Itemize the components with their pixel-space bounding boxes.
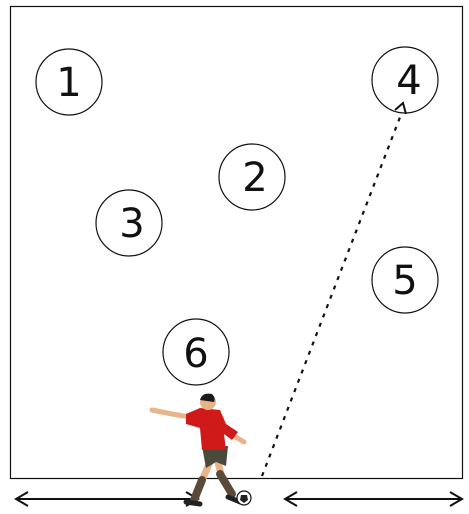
target-label: 3 [119,201,144,247]
target-1: 1 [36,49,102,115]
left-double-arrow [16,492,198,506]
target-label: 1 [56,60,81,106]
target-label: 2 [242,155,267,201]
target-3: 3 [96,190,162,256]
target-5: 5 [372,247,438,313]
target-2: 2 [219,144,285,210]
right-double-arrow [285,492,462,506]
soccer-ball-icon [237,491,251,505]
target-6: 6 [163,319,229,385]
soccer-player-icon [152,394,244,504]
target-label: 4 [396,58,421,104]
target-label: 5 [392,258,417,304]
target-label: 6 [183,331,208,377]
target-4: 4 [372,47,438,113]
